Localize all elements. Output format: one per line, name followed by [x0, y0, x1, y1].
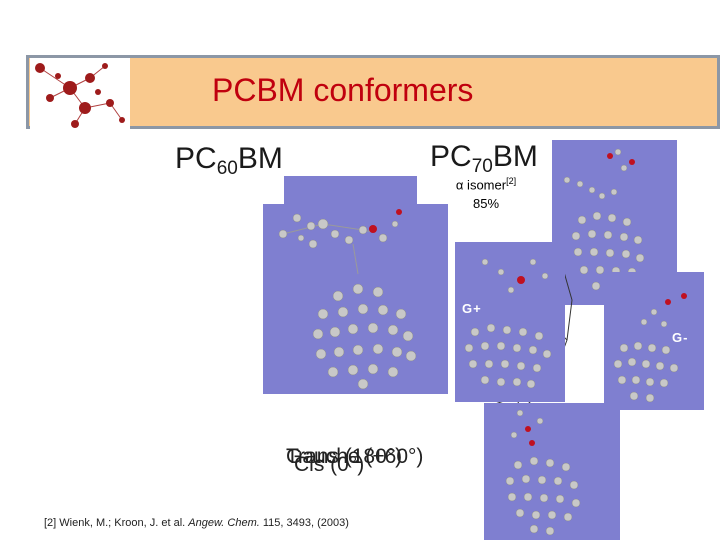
fullerene-molecule-icon: [278, 209, 417, 390]
g-minus-molecule-icon: [613, 293, 687, 403]
logo: [30, 58, 130, 130]
pc60bm-heading: PC60BM: [175, 142, 283, 179]
isomer-label: α isomer[2]: [455, 176, 517, 193]
g-minus-conformer-panel: [604, 272, 704, 410]
cis-label: Cis (0°): [294, 453, 365, 476]
g-plus-molecule-icon: [464, 258, 552, 389]
g-minus-label: G-: [672, 330, 689, 345]
pc70-bottom-molecule-icon: [505, 409, 581, 536]
citation: [2] Wienk, M.; Kroon, J. et al. Angew. C…: [44, 517, 349, 529]
gauche-label: Gauche (+60°): [286, 445, 424, 468]
isomer-percent: 85%: [472, 196, 500, 211]
trans-label: Trans (180°): [286, 445, 403, 468]
molecule-logo-icon: [35, 63, 125, 128]
pc70bm-heading: PC70BM: [430, 140, 538, 177]
g-plus-label: G+: [462, 301, 482, 316]
g-plus-conformer-panel: [455, 242, 565, 402]
pc70bm-bottom-panel: [484, 403, 620, 540]
slide-title: PCBM conformers: [212, 72, 474, 108]
title-bar: [26, 55, 720, 129]
pc60bm-molecule-panel: [263, 204, 448, 394]
